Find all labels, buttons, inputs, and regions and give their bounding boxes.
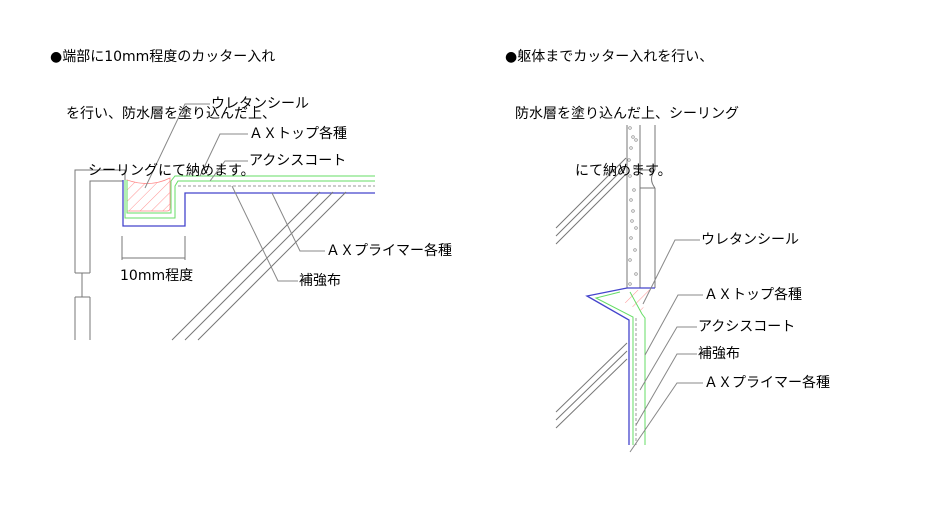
axis-coat-line xyxy=(594,291,634,445)
leaders xyxy=(144,103,325,282)
note-line: を行い、防水層を塗り込んだ上、 xyxy=(66,106,276,122)
note-line: ●端部に10mm程度のカッター入れ xyxy=(50,49,276,65)
label-primer: ＡＸプライマー各種 xyxy=(704,375,830,391)
sealant-hatch xyxy=(620,290,652,312)
slab-diagonals xyxy=(171,191,347,341)
note-line: 防水層を塗り込んだ上、シーリング xyxy=(515,106,739,122)
label-reinforcement: 補強布 xyxy=(299,273,341,289)
label-top-coat: ＡＸトップ各種 xyxy=(249,126,347,142)
label-dimension: 10mm程度 xyxy=(120,268,194,284)
label-reinforcement: 補強布 xyxy=(698,346,740,362)
label-axis-coat: アクシスコート xyxy=(698,319,796,335)
sealant-hatch xyxy=(126,177,171,212)
parapet-inner xyxy=(89,180,123,273)
left-note: ●端部に10mm程度のカッター入れ を行い、防水層を塗り込んだ上、 シーリングに… xyxy=(50,10,276,200)
parapet-outline xyxy=(74,169,126,273)
wall-diagonals xyxy=(555,157,628,429)
note-line: にて納めます。 xyxy=(575,163,672,179)
label-primer: ＡＸプライマー各種 xyxy=(326,243,452,259)
primer-line xyxy=(122,180,375,227)
axis-coat-line xyxy=(124,180,375,219)
note-line: シーリングにて納めます。 xyxy=(88,163,255,179)
right-note: ●躯体までカッター入れを行い、 防水層を塗り込んだ上、シーリング にて納めます。 xyxy=(505,10,739,200)
label-sealant: ウレタンシール xyxy=(211,96,309,112)
note-line: ●躯体までカッター入れを行い、 xyxy=(505,49,714,65)
label-axis-coat: アクシスコート xyxy=(249,153,347,169)
parapet-lower xyxy=(74,272,91,340)
right-detail-geometry xyxy=(555,125,703,453)
column-outline xyxy=(626,125,656,288)
label-sealant: ウレタンシール xyxy=(701,232,799,248)
label-top-coat: ＡＸトップ各種 xyxy=(704,287,802,303)
left-detail-geometry xyxy=(74,103,375,341)
primer-line xyxy=(585,287,655,445)
leaders xyxy=(629,239,703,453)
dimension-lines xyxy=(121,236,186,260)
concrete-dots xyxy=(627,126,638,286)
top-coat-line xyxy=(126,175,375,214)
